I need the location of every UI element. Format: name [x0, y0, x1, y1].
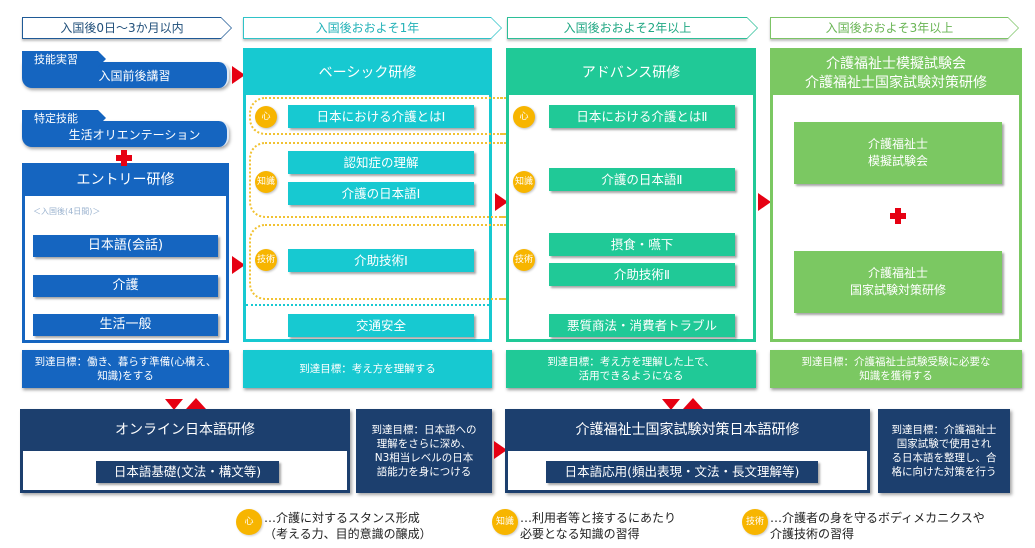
kokoro-badge: 心 [255, 106, 277, 128]
phase-header-3-years: 入国後おおよそ3年以上 [770, 17, 1019, 39]
chishiki-badge: 知識 [513, 171, 535, 193]
chishiki-badge: 知識 [255, 171, 277, 193]
arrow-down-icon [662, 399, 680, 410]
exam-japanese-goal: 到達目標：介護福祉士 国家試験で使用され る日本語を整理し、合 格に向けた対策を… [878, 409, 1010, 493]
basic-chishiki-item-2: 介護の日本語Ⅰ [288, 182, 474, 205]
arrow-right-icon [494, 441, 507, 459]
phase-header-0-3-months: 入国後0日～3か月以内 [22, 17, 232, 39]
exam-prep-item: 介護福祉士 国家試験対策研修 [794, 251, 1002, 313]
basic-gijutsu-item: 介助技術Ⅰ [288, 249, 474, 272]
basic-other-item: 交通安全 [288, 314, 474, 337]
advance-gijutsu-item-2: 介助技術Ⅱ [549, 263, 735, 286]
phase-header-1-year: 入国後おおよそ1年 [243, 17, 502, 39]
plus-icon [890, 208, 906, 224]
arrow-right-icon [232, 66, 245, 84]
goal-basic: 到達目標：考え方を理解する [243, 350, 492, 388]
gijutsu-badge: 技術 [255, 249, 277, 271]
arrow-right-icon [232, 256, 245, 274]
goal-exam: 到達目標：介護福祉士試験受験に必要な 知識を獲得する [770, 350, 1022, 388]
entry-item-care: 介護 [33, 275, 218, 297]
exam-japanese-box: 介護福祉士国家試験対策日本語研修 日本語応用(頻出表現・文法・長文理解等) [505, 409, 870, 493]
basic-chishiki-item-1: 認知症の理解 [288, 151, 474, 174]
basic-items: 日本における介護とはⅠ 認知症の理解 介護の日本語Ⅰ 介助技術Ⅰ 交通安全 心 … [243, 48, 492, 342]
arrow-up-icon [683, 398, 703, 409]
advance-training-box: アドバンス研修 [506, 48, 756, 342]
chishiki-legend-badge: 知識 [492, 509, 518, 535]
advance-gijutsu-item-1: 摂食・嚥下 [549, 233, 735, 256]
entry-training-box: エントリー研修 ＜入国後(4日間)＞ 日本語(会話) 介護 生活一般 [22, 163, 229, 343]
arrow-up-icon [186, 398, 206, 409]
advance-chishiki-item: 介護の日本語Ⅱ [549, 168, 735, 191]
online-japanese-goal: 到達目標：日本語への 理解をさらに深め、 N3相当レベルの日本 語能力を身につけ… [356, 409, 492, 493]
gijutsu-legend-badge: 技術 [742, 509, 768, 535]
advance-kokoro-item: 日本における介護とはⅡ [549, 105, 735, 128]
kokoro-legend-text: …介護に対するスタンス形成 （考える力、目的意識の醸成） [264, 511, 432, 541]
exam-training-title: 介護福祉士模擬試験会 介護福祉士国家試験対策研修 [773, 51, 1019, 95]
entry-item-japanese: 日本語(会話) [33, 235, 218, 257]
exam-japanese-item: 日本語応用(頻出表現・文法・長文理解等) [546, 461, 818, 483]
arrow-down-icon [165, 399, 183, 410]
entry-training-period: ＜入国後(4日間)＞ [33, 207, 101, 216]
online-japanese-box: オンライン日本語研修 日本語基礎(文法・構文等) [20, 409, 350, 493]
goal-entry: 到達目標：働き、暮らす準備(心構え、 知識)をする [22, 350, 229, 388]
online-japanese-item: 日本語基礎(文法・構文等) [96, 461, 279, 483]
entry-training-title: エントリー研修 [25, 166, 226, 196]
advance-training-title: アドバンス研修 [509, 51, 753, 95]
mock-exam-item: 介護福祉士 模擬試験会 [794, 122, 1002, 184]
gijutsu-legend-text: …介護者の身を守るボディメカニクスや 介護技術の習得 [770, 511, 985, 541]
phase-header-2-years: 入国後おおよそ2年以上 [507, 17, 758, 39]
tag-technical-intern: 技能実習 [22, 51, 106, 68]
gijutsu-badge: 技術 [513, 249, 535, 271]
kokoro-badge: 心 [513, 106, 535, 128]
advance-items: 日本における介護とはⅡ 介護の日本語Ⅱ 摂食・嚥下 介助技術Ⅱ 悪質商法・消費者… [506, 48, 756, 342]
online-japanese-title: オンライン日本語研修 [115, 422, 255, 438]
exam-training-box: 介護福祉士模擬試験会 介護福祉士国家試験対策研修 介護福祉士 模擬試験会 介護福… [770, 48, 1022, 342]
arrow-right-icon [758, 193, 771, 211]
tag-specified-skill: 特定技能 [22, 110, 106, 127]
divider [246, 304, 489, 306]
goal-advance: 到達目標：考え方を理解した上で、 活用できるようになる [506, 350, 756, 388]
exam-japanese-title: 介護福祉士国家試験対策日本語研修 [575, 422, 800, 438]
plus-icon [116, 150, 132, 166]
advance-other-item: 悪質商法・消費者トラブル [549, 314, 735, 337]
basic-training-title: ベーシック研修 [246, 51, 489, 95]
kokoro-legend-badge: 心 [236, 509, 262, 535]
basic-kokoro-item: 日本における介護とはⅠ [288, 105, 474, 128]
chishiki-legend-text: …利用者等と接するにあたり 必要となる知識の習得 [520, 511, 677, 541]
entry-item-life: 生活一般 [33, 314, 218, 336]
